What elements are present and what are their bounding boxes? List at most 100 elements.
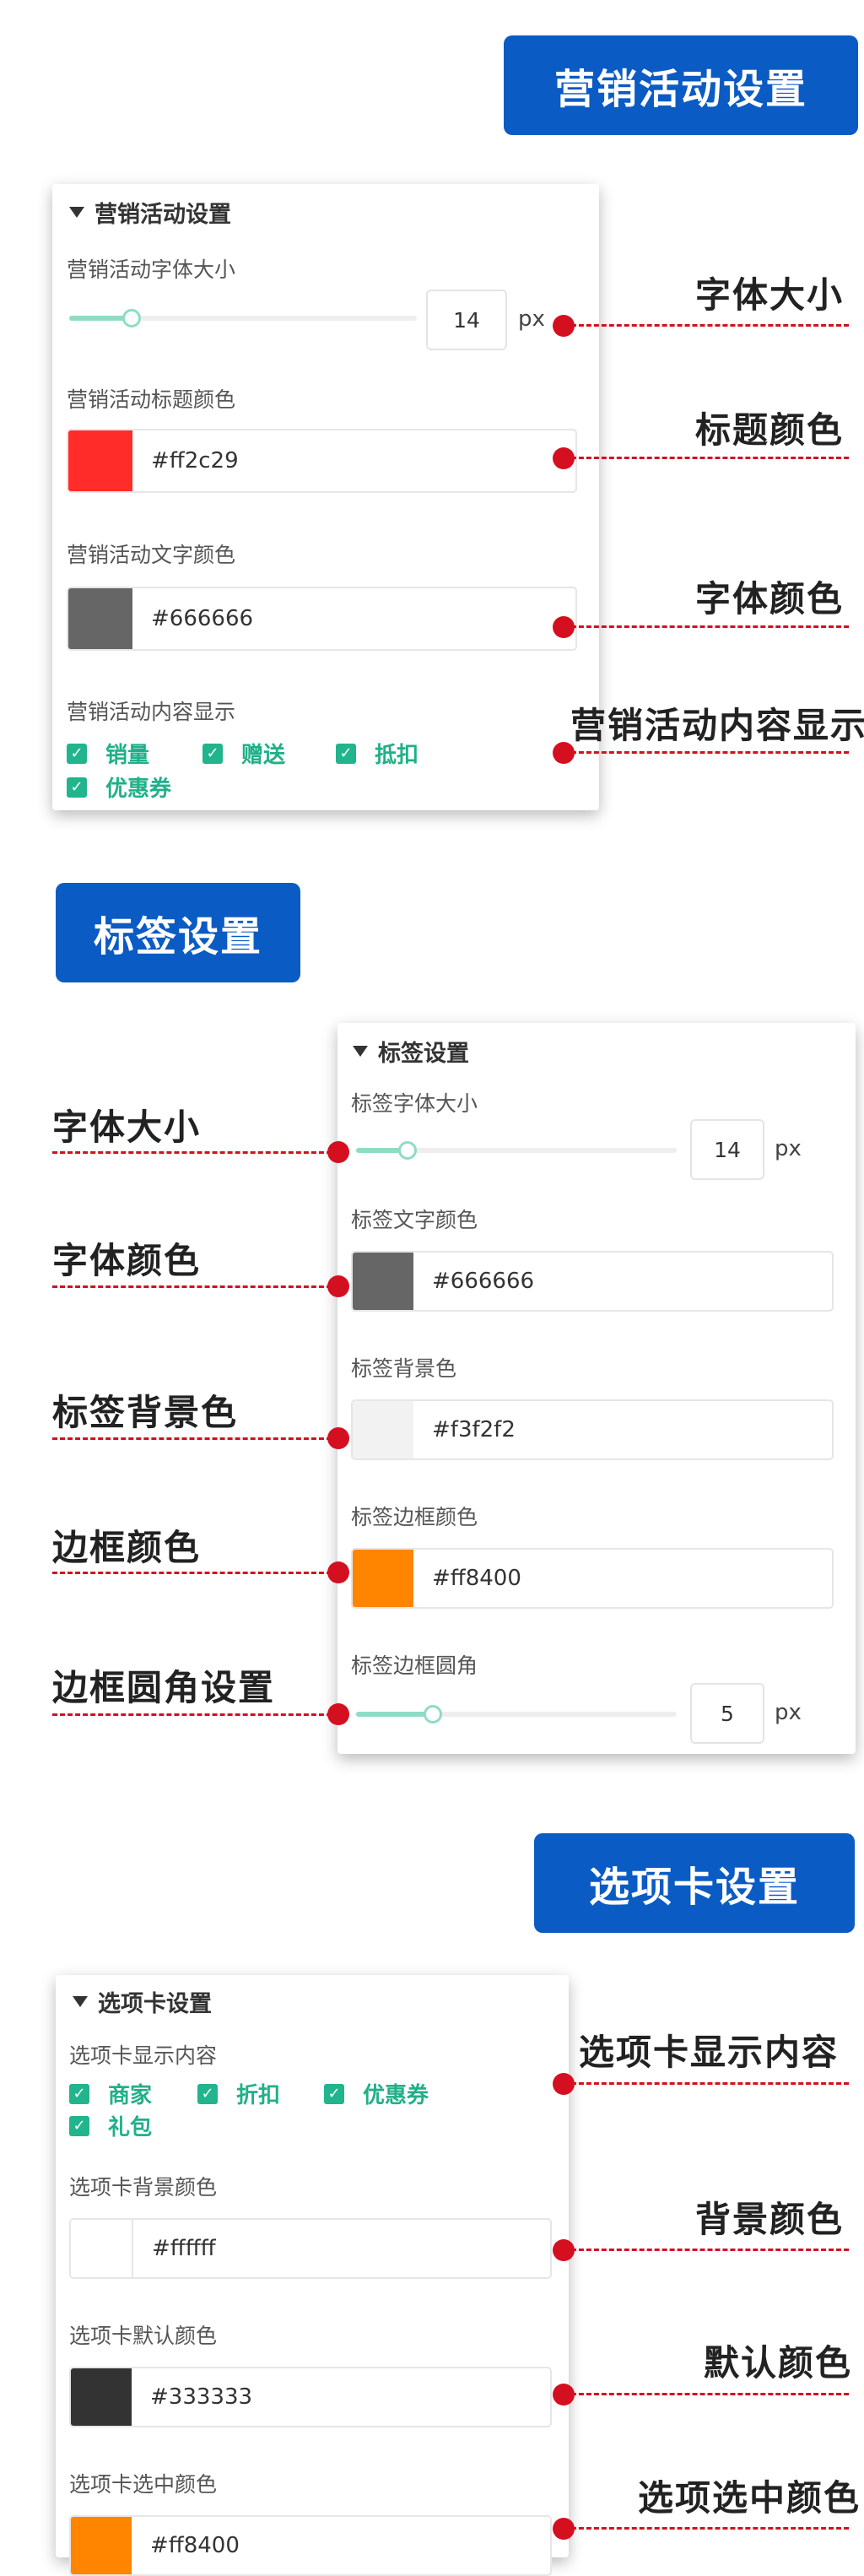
callout-line xyxy=(564,2082,849,2085)
checkbox-gift[interactable]: ✓赠送 xyxy=(202,738,285,769)
slider-fill xyxy=(356,1148,408,1153)
title-color-label: 营销活动标题颜色 xyxy=(67,387,236,412)
callout-line xyxy=(52,1713,339,1716)
tag-settings-panel: 标签设置 标签字体大小 14 px 标签文字颜色 #666666 标签背景色 #… xyxy=(338,1023,856,1754)
color-swatch[interactable] xyxy=(353,1550,413,1607)
panel-header-tags[interactable]: 标签设置 xyxy=(353,1035,469,1068)
callout-marker xyxy=(327,1427,349,1449)
panel-title: 营销活动设置 xyxy=(94,202,231,228)
checkmark-icon: ✓ xyxy=(69,2115,89,2136)
slider-fill xyxy=(356,1712,433,1717)
text-color-field[interactable]: #666666 xyxy=(67,587,577,651)
tab-settings-panel: 选项卡设置 选项卡显示内容 ✓商家 ✓折扣 ✓优惠券 ✓礼包 选项卡背景颜色 #… xyxy=(56,1975,569,2576)
panel-header-marketing[interactable]: 营销活动设置 xyxy=(69,196,231,229)
color-swatch[interactable] xyxy=(68,430,132,491)
title-color-field[interactable]: #ff2c29 xyxy=(67,429,577,493)
checkbox-deduct[interactable]: ✓ 抵扣 xyxy=(336,738,418,769)
color-swatch[interactable] xyxy=(68,588,132,649)
checkmark-icon: ✓ xyxy=(67,777,87,798)
callout-title-color: 标题颜色 xyxy=(695,409,845,451)
callout-line xyxy=(564,2249,849,2251)
callout-line xyxy=(564,751,849,754)
checkmark-icon: ✓ xyxy=(197,2083,218,2104)
tag-bg-color-label: 标签背景色 xyxy=(351,1356,457,1381)
text-color-label: 营销活动文字颜色 xyxy=(67,543,236,567)
color-value: #333333 xyxy=(150,2384,253,2410)
checkmark-icon: ✓ xyxy=(324,2083,344,2104)
tag-border-color-field[interactable]: #ff8400 xyxy=(351,1548,834,1609)
tag-font-size-input[interactable]: 14 xyxy=(690,1119,764,1180)
tab-selected-color-label: 选项卡选中颜色 xyxy=(69,2472,218,2497)
callout-marker xyxy=(327,1703,349,1725)
tag-font-size-slider[interactable] xyxy=(356,1148,677,1153)
checkbox-label: 礼包 xyxy=(108,2115,153,2140)
tab-bg-color-label: 选项卡背景颜色 xyxy=(69,2175,218,2200)
color-value: #ff2c29 xyxy=(151,448,239,474)
unit-label: px xyxy=(775,1700,802,1725)
callout-line xyxy=(52,1151,339,1154)
callout-tag-radius: 边框圆角设置 xyxy=(52,1667,276,1708)
content-display-label: 营销活动内容显示 xyxy=(67,700,236,724)
checkmark-icon: ✓ xyxy=(69,2083,89,2104)
slider-handle[interactable] xyxy=(398,1141,417,1160)
tag-bg-color-field[interactable]: #f3f2f2 xyxy=(351,1399,834,1460)
checkbox-label: 折扣 xyxy=(236,2083,281,2108)
panel-title: 标签设置 xyxy=(378,1041,469,1067)
checkbox-coupon[interactable]: ✓ 优惠券 xyxy=(67,771,171,803)
callout-tag-border-color: 边框颜色 xyxy=(52,1527,202,1568)
checkbox-label: 销量 xyxy=(105,743,150,768)
callout-line xyxy=(52,1285,339,1288)
tag-radius-label: 标签边框圆角 xyxy=(351,1653,478,1678)
callout-marker xyxy=(327,1141,349,1163)
callout-line xyxy=(564,625,849,628)
callout-content-display: 营销活动内容显示 xyxy=(570,705,864,746)
callout-tag-font-color: 字体颜色 xyxy=(52,1240,202,1281)
section-banner-marketing: 营销活动设置 xyxy=(504,35,858,135)
checkbox-label: 商家 xyxy=(108,2083,153,2108)
checkmark-icon: ✓ xyxy=(336,743,356,764)
tag-text-color-field[interactable]: #666666 xyxy=(351,1251,834,1312)
caret-down-icon xyxy=(69,207,84,218)
callout-line xyxy=(52,1572,339,1574)
checkmark-icon: ✓ xyxy=(67,743,87,764)
checkbox-giftpack[interactable]: ✓ 礼包 xyxy=(69,2110,152,2141)
callout-marker xyxy=(327,1275,349,1297)
tag-radius-input[interactable]: 5 xyxy=(690,1683,764,1744)
unit-label: px xyxy=(775,1136,802,1161)
slider-handle[interactable] xyxy=(424,1705,442,1724)
marketing-settings-panel: 营销活动设置 营销活动字体大小 14 px 营销活动标题颜色 #ff2c29 营… xyxy=(52,184,599,810)
tab-default-color-field[interactable]: #333333 xyxy=(69,2367,552,2427)
caret-down-icon xyxy=(353,1046,368,1057)
checkbox-merchant[interactable]: ✓ 商家 xyxy=(69,2078,152,2109)
slider-handle[interactable] xyxy=(122,309,141,327)
callout-line xyxy=(564,457,849,459)
color-swatch[interactable] xyxy=(353,1401,413,1458)
color-swatch[interactable] xyxy=(71,2517,132,2574)
tab-bg-color-field[interactable]: #ffffff xyxy=(69,2218,552,2279)
callout-tab-bg-color: 背景颜色 xyxy=(695,2199,845,2240)
tag-radius-slider[interactable] xyxy=(356,1712,677,1717)
callout-line xyxy=(564,2393,849,2395)
checkbox-label: 抵扣 xyxy=(375,743,419,768)
color-value: #ff8400 xyxy=(150,2533,240,2558)
color-value: #ff8400 xyxy=(432,1566,521,1591)
checkbox-label: 优惠券 xyxy=(105,777,172,802)
checkbox-sales[interactable]: ✓ 销量 xyxy=(67,738,149,769)
callout-tab-selected-color: 选项选中颜色 xyxy=(638,2477,861,2519)
font-size-input[interactable]: 14 xyxy=(426,290,507,350)
color-swatch[interactable] xyxy=(71,2368,132,2426)
panel-header-tabs[interactable]: 选项卡设置 xyxy=(73,1985,212,2018)
tab-selected-color-field[interactable]: #ff8400 xyxy=(69,2515,552,2576)
color-swatch[interactable] xyxy=(71,2220,133,2277)
checkbox-coupon[interactable]: ✓优惠券 xyxy=(324,2078,429,2109)
color-value: #666666 xyxy=(432,1269,535,1294)
callout-line xyxy=(52,1437,339,1440)
checkbox-label: 赠送 xyxy=(241,743,286,768)
callout-tag-bg-color: 标签背景色 xyxy=(52,1392,239,1433)
checkbox-discount[interactable]: ✓ 折扣 xyxy=(197,2078,280,2109)
caret-down-icon xyxy=(73,1996,88,2007)
unit-label: px xyxy=(518,306,545,332)
tag-text-color-label: 标签文字颜色 xyxy=(351,1208,478,1232)
font-size-slider[interactable] xyxy=(69,316,417,321)
color-swatch[interactable] xyxy=(353,1253,413,1310)
